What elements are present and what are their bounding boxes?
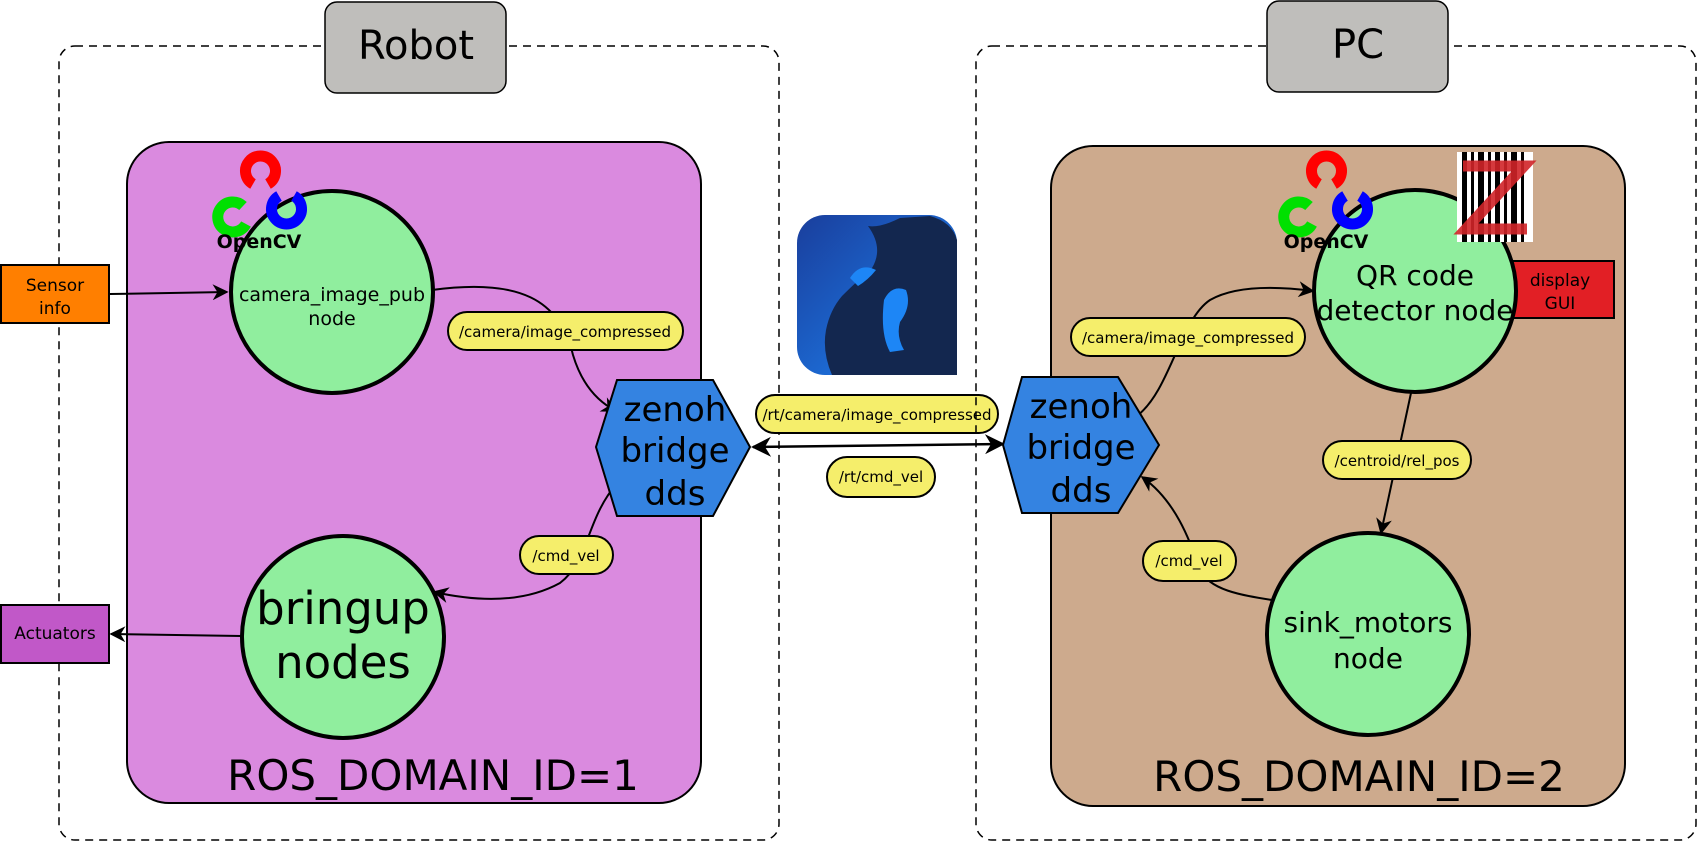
bringup-node-label-line2: nodes [275, 636, 411, 689]
bringup-node-label-line1: bringup [256, 582, 430, 635]
zenoh-to-qr-edge [1137, 281, 1315, 416]
topic-rt-camera-label: /rt/camera/image_compressed [762, 406, 991, 425]
camera-node-label-line1: camera_image_pub [239, 284, 425, 306]
camera-node-label-line2: node [308, 308, 355, 330]
sensor-to-camera-arrow [109, 284, 229, 301]
display-gui-label-line2: GUI [1545, 294, 1576, 314]
topic-camera-pc [1070, 317, 1306, 357]
sink-motors-node [1265, 531, 1471, 737]
topic-cmd-robot-label: /cmd_vel [532, 547, 599, 566]
zenoh-link-arrow [751, 434, 1005, 457]
sink-node-label-line2: node [1333, 642, 1403, 675]
zbar-qr-logo-icon [1453, 152, 1537, 242]
zenoh-robot-label-line1: zenoh [624, 390, 727, 430]
topic-cmd-pc [1142, 540, 1237, 582]
zenoh-pc-label-line1: zenoh [1030, 387, 1133, 427]
topic-camera-pc-label: /camera/image_compressed [1082, 329, 1294, 348]
pc-title: PC [1332, 22, 1384, 68]
opencv-logo-icon: OpenCV [1278, 150, 1373, 253]
topic-rt-cmd [826, 456, 936, 498]
actuators-box [0, 604, 110, 664]
robot-ros-domain-label: ROS_DOMAIN_ID=1 [227, 751, 639, 800]
zenoh-robot-label-line3: dds [645, 474, 706, 514]
topic-centroid-pc-label: /centroid/rel_pos [1335, 452, 1460, 471]
camera-image-pub-node [229, 189, 435, 395]
zenoh-pc-label-line2: bridge [1026, 428, 1135, 468]
bringup-nodes-node [240, 534, 446, 740]
sensor-info-label-line2: info [39, 299, 71, 319]
actuators-label: Actuators [14, 624, 96, 644]
topic-rt-cmd-label: /rt/cmd_vel [839, 468, 923, 487]
pc-ros-domain-label: ROS_DOMAIN_ID=2 [1153, 752, 1565, 801]
opencv-logo-icon: OpenCV [212, 150, 307, 253]
topic-cmd-robot [519, 535, 614, 575]
display-gui-box [1504, 260, 1615, 319]
zenoh-bridge-robot [594, 379, 752, 517]
pc-title-box [1266, 0, 1449, 93]
qr-node-label-line1: QR code [1356, 259, 1474, 292]
zenoh-logo-icon [797, 215, 957, 375]
zenoh-to-bringup-edge [432, 481, 619, 603]
robot-title-box [324, 1, 507, 94]
sensor-info-label-line1: Sensor [26, 276, 84, 296]
sensor-info-box [0, 264, 110, 324]
topic-camera-robot-label: /camera/image_compressed [459, 323, 671, 342]
topic-cmd-pc-label: /cmd_vel [1155, 552, 1222, 571]
zenoh-bridge-pc [1001, 376, 1161, 514]
sink-node-label-line1: sink_motors [1284, 606, 1453, 639]
topic-centroid-pc [1322, 440, 1472, 480]
opencv-logo-text: OpenCV [217, 231, 302, 253]
qr-node-label-line2: detector node [1317, 294, 1514, 327]
topic-rt-camera [755, 394, 999, 434]
robot-title: Robot [358, 23, 474, 69]
zenoh-pc-label-line3: dds [1051, 471, 1112, 511]
bringup-to-actuators-arrow [109, 626, 242, 643]
topic-camera-robot [447, 311, 684, 351]
zenoh-robot-label-line2: bridge [620, 431, 729, 471]
display-gui-label-line1: display [1530, 271, 1590, 291]
opencv-logo-text: OpenCV [1284, 231, 1369, 253]
